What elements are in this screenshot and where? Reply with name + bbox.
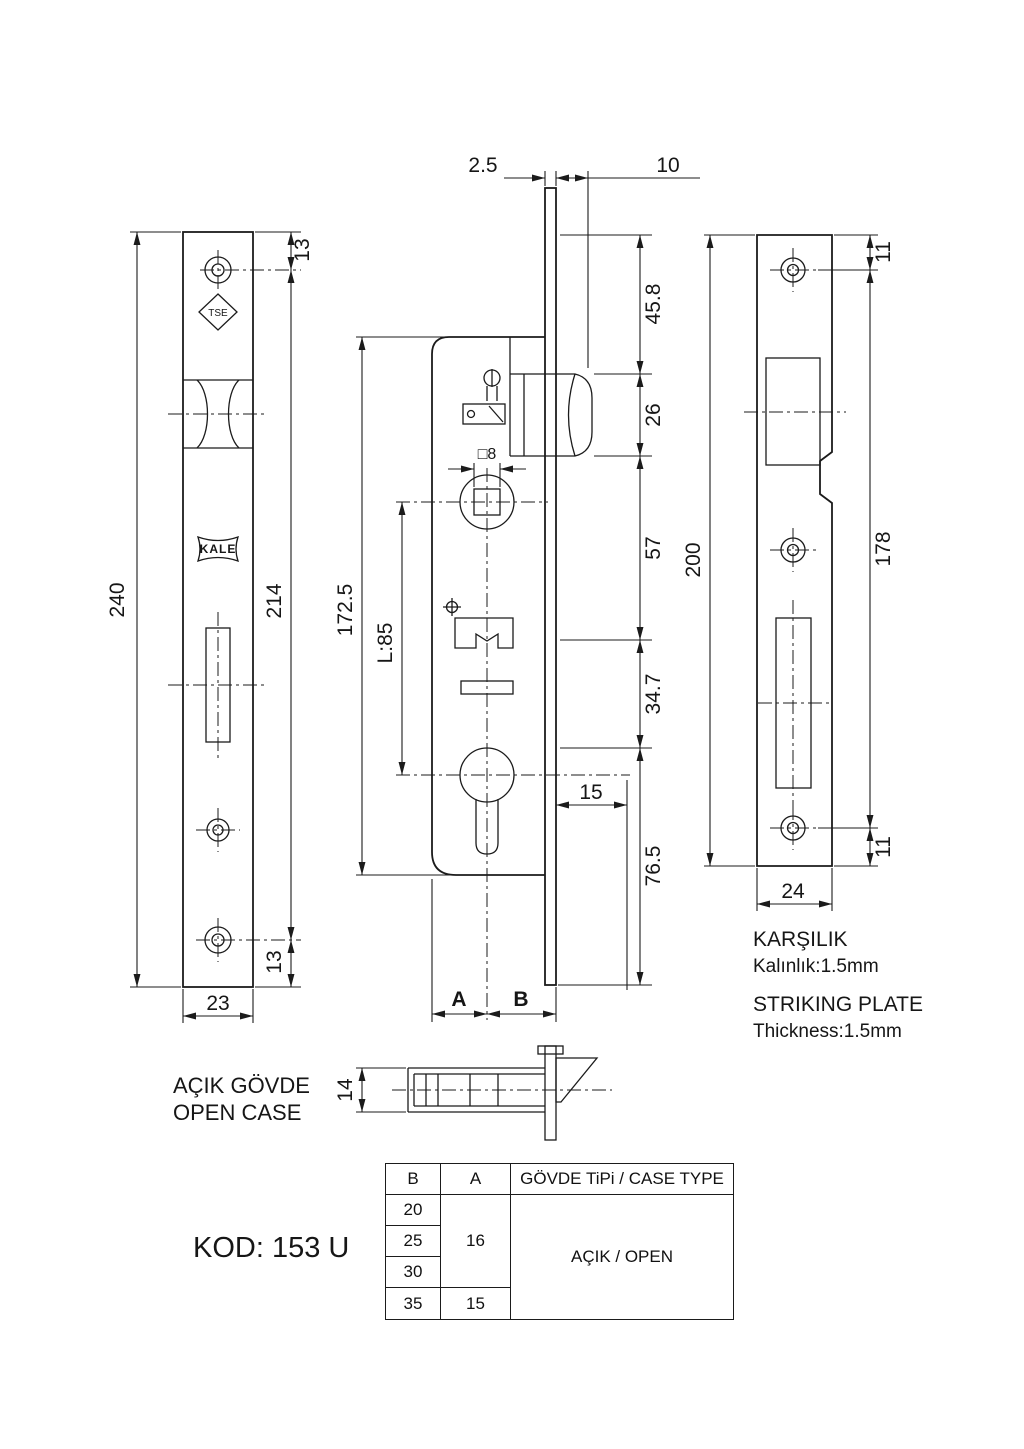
dim-striker-11-bottom: 11 [834,828,895,867]
table-cell-b-20: 20 [386,1195,441,1226]
dim-chain-right: 45.8 26 57 34.7 76.5 [558,234,665,986]
dim-faceplate-214: 214 [263,270,295,940]
section-label: AÇIK GÖVDE OPEN CASE [173,1072,310,1126]
table-cell-b-30: 30 [386,1257,441,1288]
dim-faceplate-13-top: 13 [255,231,314,270]
section-label-tr: AÇIK GÖVDE [173,1073,310,1098]
caption-kalinlik: Kalınlık:1.5mm [753,956,879,977]
dim-sq8-text: □8 [478,446,497,463]
faceplate-edge-strip [544,187,557,986]
table-cell-a-15: 15 [441,1288,511,1319]
dim-11-bottom-text: 11 [872,836,895,858]
section-label-en: OPEN CASE [173,1100,302,1125]
dim-178-text: 178 [872,531,895,566]
faceplate-front-view: TSE KALE [168,231,301,988]
dim-centre-distance-85: L:85 [374,502,406,775]
caption-striking-plate: STRIKING PLATE [753,993,923,1016]
section-faceplate [544,1045,557,1141]
striking-plate-view [744,234,878,867]
dim-striker-200: 200 [682,234,755,867]
dim-34-7-text: 34.7 [642,674,665,715]
spec-table: B A GÖVDE TiPi / CASE TYPE 20 25 30 35 1… [385,1163,734,1320]
lock-body-view [396,171,630,1020]
dim-faceplate-23: 23 [182,989,254,1023]
dim-spindle-square-8: □8 [448,446,526,487]
dim-striker-178: 178 [866,270,895,828]
dim-15-text: 15 [579,781,602,804]
table-cell-a-16: 16 [441,1195,511,1288]
dim-faceplate-13-bottom: 13 [255,940,301,988]
dim-striker-24: 24 [756,868,833,911]
dim-section-14: 14 [334,1067,406,1113]
dim-case-height-172-5: 172.5 [334,336,450,876]
label-b: B [513,988,528,1011]
dim-240-text: 240 [106,582,129,617]
dim-13-bottom-text: 13 [263,950,286,973]
dim-faceplate-240: 240 [106,231,181,988]
dim-214-text: 214 [263,583,286,618]
dim-cylinder-offset-15: 15 [556,781,627,809]
dim-backset-a-b: A B [431,879,557,1022]
table-cell-case-type: AÇIK / OPEN [570,1247,674,1266]
tse-logo [198,293,238,331]
label-a: A [451,988,466,1011]
dim-2-5-text: 2.5 [468,154,497,177]
dim-striker-11-top: 11 [834,234,895,270]
caption-karsilik: KARŞILIK [753,928,848,951]
caption-thickness: Thickness:1.5mm [753,1021,902,1042]
table-header-a: A [441,1164,511,1195]
dim-10-text: 10 [656,154,679,177]
roller-cutout [196,379,209,449]
dim-13-top-text: 13 [291,238,314,261]
kale-logo-text: KALE [200,542,237,556]
table-header-b: B [386,1164,441,1195]
dim-14-text: 14 [334,1078,357,1102]
dim-57-text: 57 [642,536,665,559]
dim-l85-text: L:85 [374,623,397,664]
section-view [392,1045,612,1141]
latch-bolt [556,373,593,457]
table-cell-b-35: 35 [386,1288,441,1319]
dim-11-top-text: 11 [872,241,895,263]
kale-logo [196,535,240,563]
dim-23-text: 23 [206,992,229,1015]
dim-24-text: 24 [781,880,805,903]
product-code: KOD: 153 U [193,1232,350,1264]
tse-logo-text: TSE [208,308,228,319]
mechanism-bracket [454,617,514,649]
dim-172-5-text: 172.5 [334,584,357,637]
table-header-case-type: GÖVDE TiPi / CASE TYPE [511,1164,733,1195]
striking-plate-outline [756,234,833,867]
slider-detail [462,403,506,425]
dim-200-text: 200 [682,542,705,577]
faceplate-outline [182,231,254,988]
dim-76-5-text: 76.5 [642,846,665,887]
dim-latch-protrusion-10: 10 [560,154,680,182]
section-latch-wedge [555,1057,599,1103]
striker-caption: KARŞILIK Kalınlık:1.5mm STRIKING PLATE T… [753,926,923,1045]
table-cell-b-25: 25 [386,1226,441,1257]
dim-45-8-text: 45.8 [642,284,665,325]
dim-26-text: 26 [642,403,665,426]
lock-case-outline [431,336,545,876]
